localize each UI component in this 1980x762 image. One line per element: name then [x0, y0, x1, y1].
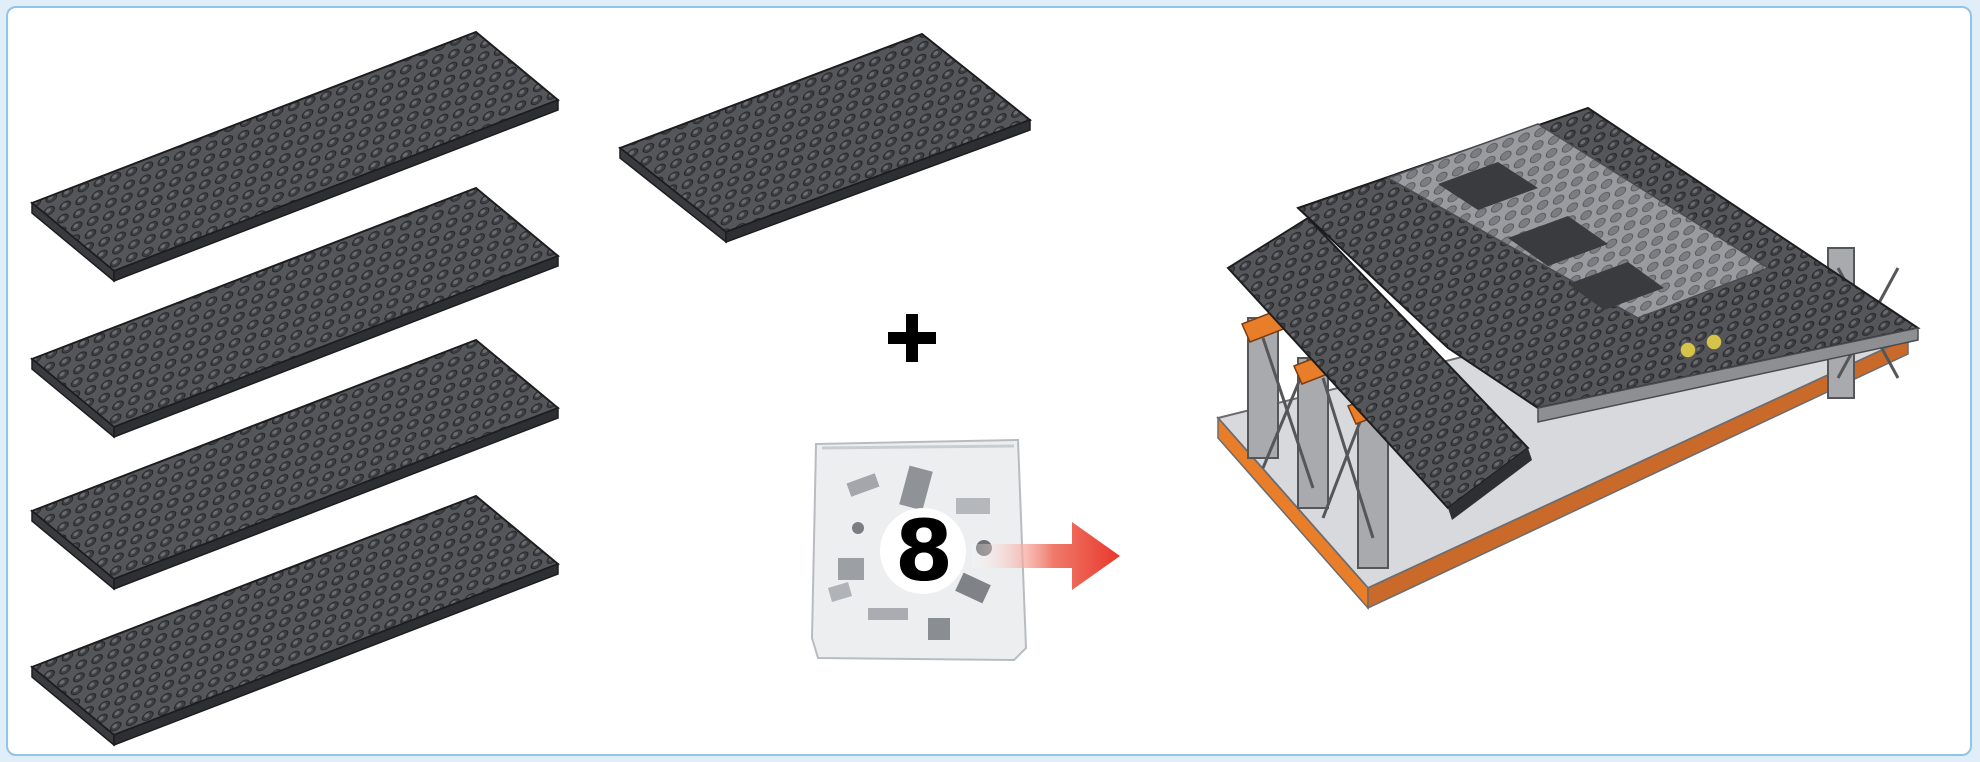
assembled-station-roof [1208, 88, 1928, 688]
plus-icon [888, 314, 936, 362]
instruction-step-panel: 8 [6, 6, 1972, 756]
dark-gray-plate-5 [616, 30, 1036, 250]
dark-gray-plate-4 [28, 492, 568, 752]
bag-number-badge: 8 [880, 508, 966, 594]
arrow-right-icon [968, 518, 1128, 594]
